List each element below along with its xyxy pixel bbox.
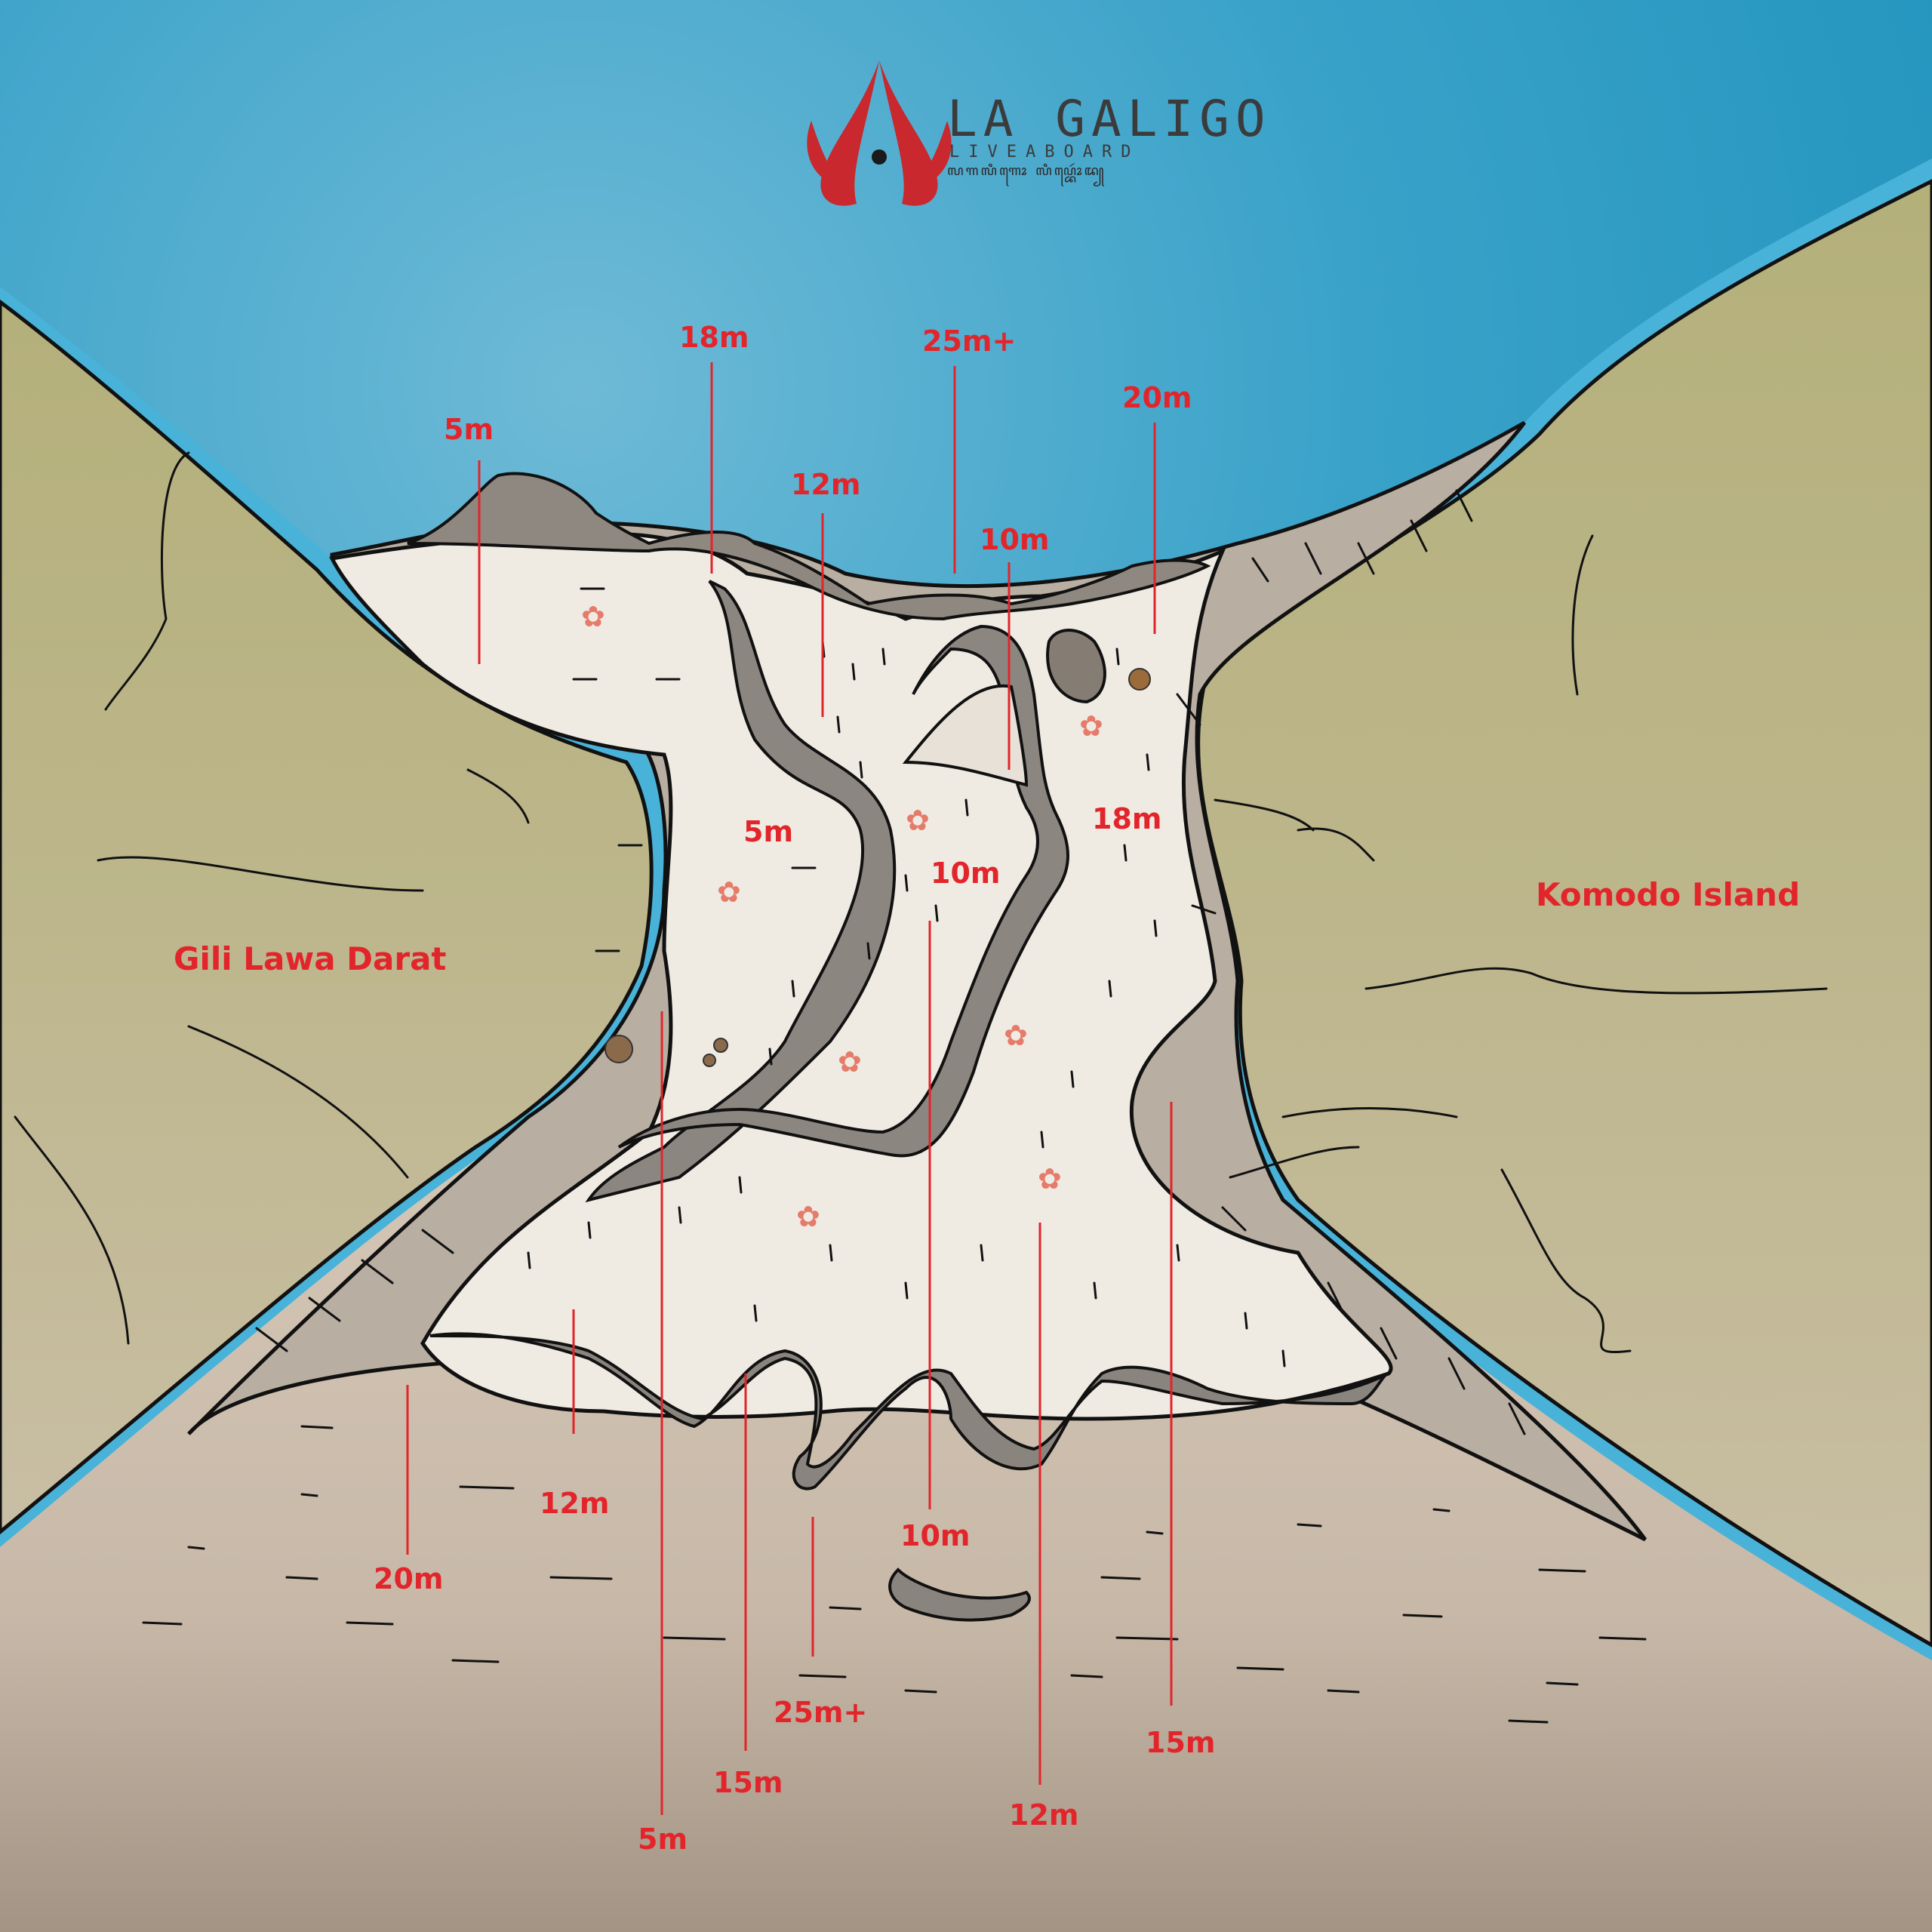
- svg-text:✿: ✿: [906, 804, 930, 837]
- bottom-rock-lip: [429, 1332, 1389, 1491]
- left-island: [0, 299, 654, 1535]
- reef-hatching: [527, 587, 1286, 1367]
- svg-text:✿: ✿: [1038, 1162, 1062, 1195]
- top-rock-ridge: [407, 472, 1211, 621]
- sand-dashes: [142, 1425, 1647, 1724]
- inner-rock-band-left: [585, 580, 897, 1203]
- svg-text:✿: ✿: [838, 1045, 862, 1078]
- brand-logo: LA GALIGO LIVEABOARD ꦭꦒꦭꦶꦒꦺꦴ ꦭꦶꦥ꧀ꦧꦺꦴꦂꦢ꧀: [807, 60, 1272, 206]
- svg-text:✿: ✿: [796, 1200, 820, 1233]
- label-komodo-island: Komodo Island: [1536, 876, 1800, 913]
- depth-label: 12m: [1009, 1798, 1078, 1832]
- label-gili-lawa-darat: Gili Lawa Darat: [174, 940, 447, 977]
- depth-label: 18m: [679, 321, 749, 354]
- svg-text:✿: ✿: [1004, 1019, 1028, 1052]
- depth-label: 20m: [1122, 381, 1192, 414]
- land-contours: [14, 451, 1828, 1354]
- svg-text:✿: ✿: [581, 600, 605, 633]
- depth-label: 25m+: [774, 1696, 867, 1729]
- depth-labels: 5m 18m 25m+ 20m 12m 10m 5m 10m 18m 12m 2…: [374, 321, 1215, 1856]
- slope-hatching: [255, 489, 1526, 1435]
- logo-subtitle: LIVEABOARD: [949, 143, 1140, 162]
- depth-label: 18m: [1092, 802, 1161, 835]
- logo-title: LA GALIGO: [947, 90, 1272, 148]
- depth-label: 10m: [931, 857, 1000, 890]
- logo-flame-icon: [807, 60, 952, 206]
- depth-label: 15m: [713, 1766, 783, 1799]
- svg-text:✿: ✿: [717, 875, 741, 909]
- depth-label: 10m: [980, 523, 1049, 556]
- svg-text:✿: ✿: [1079, 709, 1103, 743]
- depth-label: 25m+: [922, 325, 1016, 358]
- depth-label: 10m: [900, 1519, 970, 1552]
- depth-label: 15m: [1146, 1726, 1215, 1759]
- coral-markers: ✿ ✿ ✿ ✿ ✿ ✿ ✿ ✿: [581, 600, 1103, 1233]
- depth-label: 5m: [638, 1823, 688, 1856]
- depth-label: 12m: [791, 468, 860, 501]
- depth-label: 20m: [374, 1562, 443, 1595]
- depth-markers: [406, 362, 1173, 1815]
- depth-label: 5m: [743, 815, 793, 848]
- depth-label: 5m: [444, 413, 494, 446]
- sunken-rock: [888, 1567, 1031, 1622]
- depth-label: 12m: [540, 1487, 609, 1520]
- inner-sand-patch: [902, 684, 1029, 787]
- boulders: [605, 629, 1151, 1067]
